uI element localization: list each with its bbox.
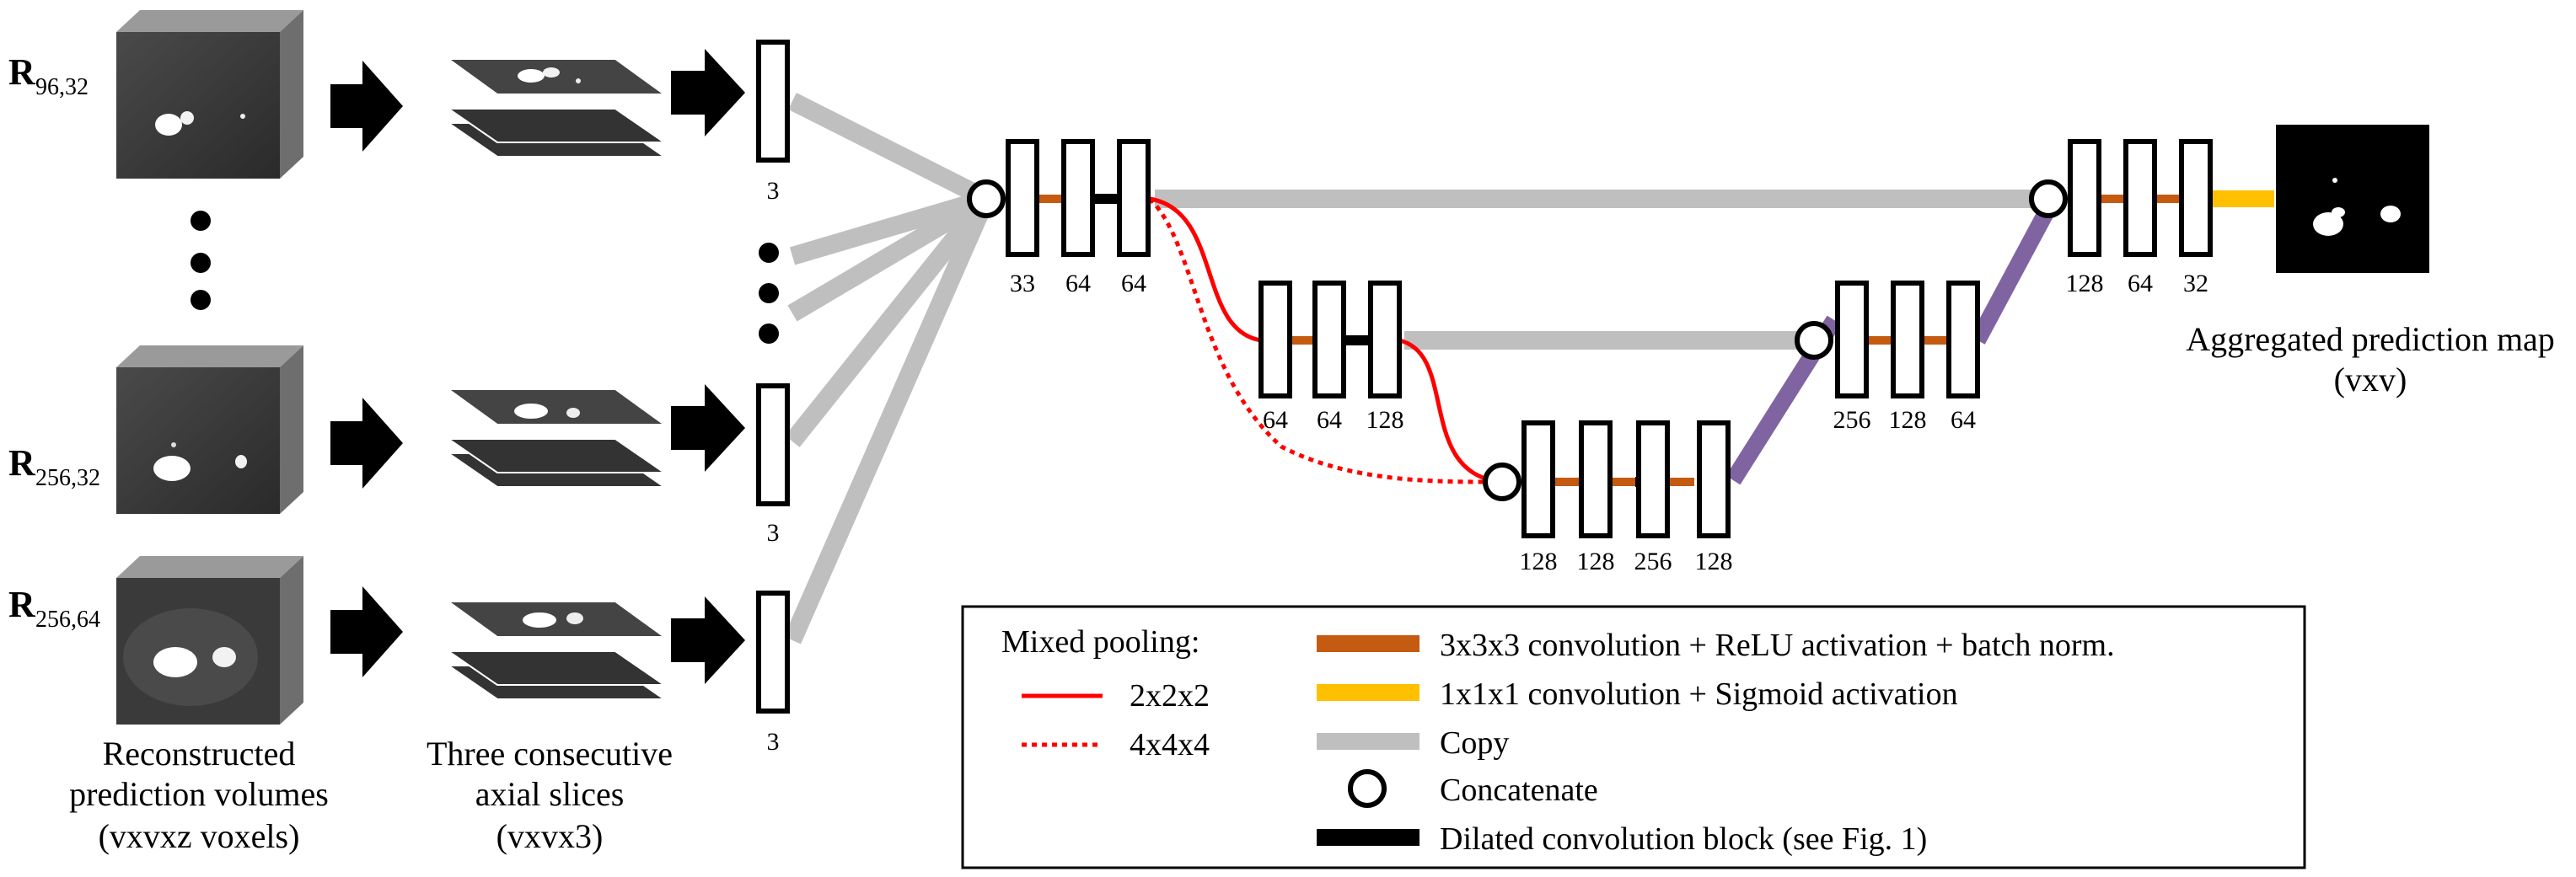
legend-pool-solid-label: 2x2x2 <box>1130 678 1210 714</box>
slice-stack-1 <box>445 58 668 158</box>
output-prediction-map <box>2276 125 2429 273</box>
svg-text:3: 3 <box>767 177 780 205</box>
svg-text:128: 128 <box>1889 406 1927 434</box>
svg-text:Reconstructed: Reconstructed <box>103 735 296 773</box>
input-channel-box-3: 3 <box>756 591 790 756</box>
svg-text:prediction volumes: prediction volumes <box>69 775 329 813</box>
legend-copy-label: Copy <box>1440 725 1509 761</box>
svg-text:R: R <box>8 51 36 93</box>
svg-text:64: 64 <box>1065 270 1091 297</box>
input-channel-box-2: 3 <box>756 383 790 547</box>
svg-text:Aggregated prediction map: Aggregated prediction map <box>2186 320 2555 358</box>
volume-2 <box>116 345 303 514</box>
svg-text:64: 64 <box>1263 406 1288 434</box>
svg-text:(vxvxz voxels): (vxvxz voxels) <box>99 817 300 855</box>
upsample-2-to-1 <box>1970 195 2061 345</box>
legend-concat-swatch <box>1348 769 1387 808</box>
slice-stack-2 <box>445 388 668 488</box>
caption-slices: Three consecutive axial slices (vxvx3) <box>427 735 673 855</box>
encoder-level2: 64 64 128 <box>1258 281 1404 434</box>
svg-text:256: 256 <box>1833 406 1871 434</box>
input-channel-box-1: 3 <box>756 40 790 205</box>
svg-text:64: 64 <box>2128 270 2153 297</box>
input-label-2: R 256,32 <box>8 442 100 491</box>
pool-2x2x2-level2 <box>1398 338 1501 484</box>
bottleneck-level3: 128 128 256 128 <box>1483 420 1733 575</box>
legend-dilated-label: Dilated convolution block (see Fig. 1) <box>1440 821 1927 857</box>
caption-output: Aggregated prediction map (vxv) <box>2186 320 2555 398</box>
svg-text:R: R <box>8 584 36 625</box>
legend-copy-swatch <box>1317 733 1419 750</box>
input-label-1: R 96,32 <box>8 51 89 100</box>
legend-conv3-label: 3x3x3 convolution + ReLU activation + ba… <box>1440 628 2115 663</box>
volume-3 <box>116 556 303 725</box>
svg-text:96,32: 96,32 <box>35 74 89 100</box>
pool-4x4x4-level1 <box>1148 197 1495 484</box>
encoder-level1: 33 64 64 <box>967 139 1151 297</box>
svg-text:128: 128 <box>1577 548 1615 575</box>
svg-text:128: 128 <box>1520 548 1558 575</box>
svg-text:32: 32 <box>2183 270 2208 297</box>
legend-conv3-swatch <box>1317 635 1419 652</box>
arrow-slices-to-input <box>671 49 745 684</box>
legend-concat-label: Concatenate <box>1440 773 1598 808</box>
svg-text:64: 64 <box>1317 406 1342 434</box>
svg-text:R: R <box>8 442 36 484</box>
svg-text:128: 128 <box>1695 548 1733 575</box>
input-label-3: R 256,64 <box>8 584 100 633</box>
decoder-level2: 256 128 64 <box>1795 281 1980 434</box>
legend-conv1-label: 1x1x1 convolution + Sigmoid activation <box>1440 676 1958 712</box>
legend-conv1-swatch <box>1317 684 1419 701</box>
svg-text:33: 33 <box>1010 270 1035 297</box>
svg-text:64: 64 <box>1121 270 1146 297</box>
svg-text:128: 128 <box>2066 270 2104 297</box>
legend-pool-dotted-label: 4x4x4 <box>1130 727 1210 762</box>
legend: Mixed pooling: 2x2x2 4x4x4 3x3x3 convolu… <box>961 605 2306 869</box>
svg-text:3: 3 <box>767 519 780 547</box>
svg-text:(vxv): (vxv) <box>2334 361 2407 398</box>
svg-text:3: 3 <box>767 728 780 756</box>
decoder-level1: 128 64 32 <box>2029 139 2274 297</box>
legend-dilated-swatch <box>1317 829 1419 846</box>
svg-text:128: 128 <box>1366 406 1404 434</box>
arrow-volume-to-slices <box>330 61 403 677</box>
ellipsis-inputs <box>759 243 779 344</box>
svg-text:Three consecutive: Three consecutive <box>427 735 673 773</box>
pool-2x2x2-level1 <box>1149 196 1262 343</box>
volume-1 <box>116 10 303 179</box>
ellipsis-volumes <box>191 211 211 310</box>
svg-text:256: 256 <box>1634 548 1672 575</box>
svg-text:256,32: 256,32 <box>35 465 100 491</box>
svg-text:64: 64 <box>1951 406 1976 434</box>
svg-text:(vxvx3): (vxvx3) <box>496 817 604 855</box>
slice-stack-3 <box>445 601 668 700</box>
copy-fan <box>783 93 996 644</box>
caption-volumes: Reconstructed prediction volumes (vxvxz … <box>69 735 329 855</box>
svg-text:axial slices: axial slices <box>475 775 625 813</box>
svg-text:256,64: 256,64 <box>35 607 100 633</box>
legend-pooling-title: Mixed pooling: <box>1001 624 1199 660</box>
